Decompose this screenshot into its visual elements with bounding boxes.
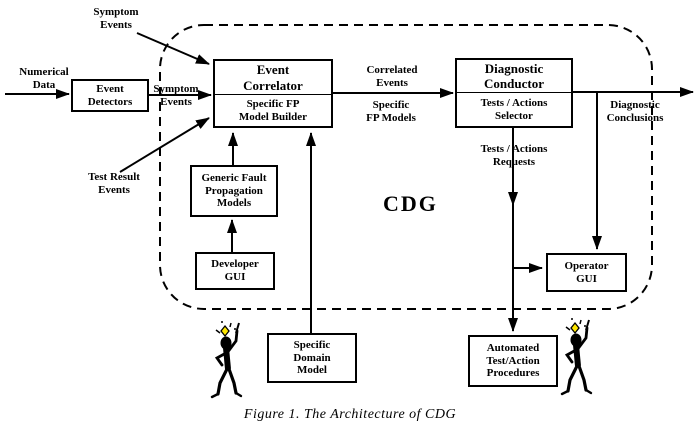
person-lightbulb-icon bbox=[562, 318, 591, 394]
label-symptom-events-mid: Symptom Events bbox=[153, 83, 199, 108]
label-test-result-events: Test Result Events bbox=[88, 171, 140, 196]
box-diagnostic-conductor-title: Diagnostic Conductor bbox=[484, 60, 544, 91]
arrow-symptom-events-top-to-correlator bbox=[136, 32, 210, 65]
label-numerical-data: Numerical Data bbox=[19, 66, 69, 91]
box-generic-fault-propagation-models: Generic Fault Propagation Models bbox=[190, 165, 278, 217]
arrow-test-result-to-correlator bbox=[119, 117, 210, 173]
label-correlated-events: Correlated Events bbox=[366, 64, 418, 89]
box-specific-fp-model-builder: Specific FP Model Builder bbox=[215, 94, 331, 126]
label-cdg: CDG bbox=[383, 191, 438, 216]
label-diagnostic-conclusions: Diagnostic Conclusions bbox=[606, 99, 664, 124]
box-automated-test-action-procedures: Automated Test/Action Procedures bbox=[468, 335, 558, 387]
box-developer-gui: Developer GUI bbox=[195, 252, 275, 290]
person-lightbulb-icon bbox=[212, 321, 241, 397]
box-event-detectors: Event Detectors bbox=[71, 79, 149, 112]
box-diagnostic-conductor: Diagnostic Conductor Tests / Actions Sel… bbox=[455, 58, 573, 128]
box-tests-actions-selector: Tests / Actions Selector bbox=[457, 92, 571, 126]
box-event-correlator: Event Correlator Specific FP Model Build… bbox=[213, 59, 333, 128]
cdg-boundary-dashed-border bbox=[159, 24, 653, 310]
label-specific-fp-models: Specific FP Models bbox=[366, 99, 416, 124]
box-event-correlator-title: Event Correlator bbox=[243, 62, 303, 93]
figure-caption: Figure 1. The Architecture of CDG bbox=[243, 407, 457, 422]
label-symptom-events-top: Symptom Events bbox=[93, 6, 139, 31]
box-operator-gui: Operator GUI bbox=[546, 253, 627, 292]
box-specific-domain-model: Specific Domain Model bbox=[267, 333, 357, 383]
label-tests-actions-requests: Tests / Actions Requests bbox=[480, 143, 548, 168]
